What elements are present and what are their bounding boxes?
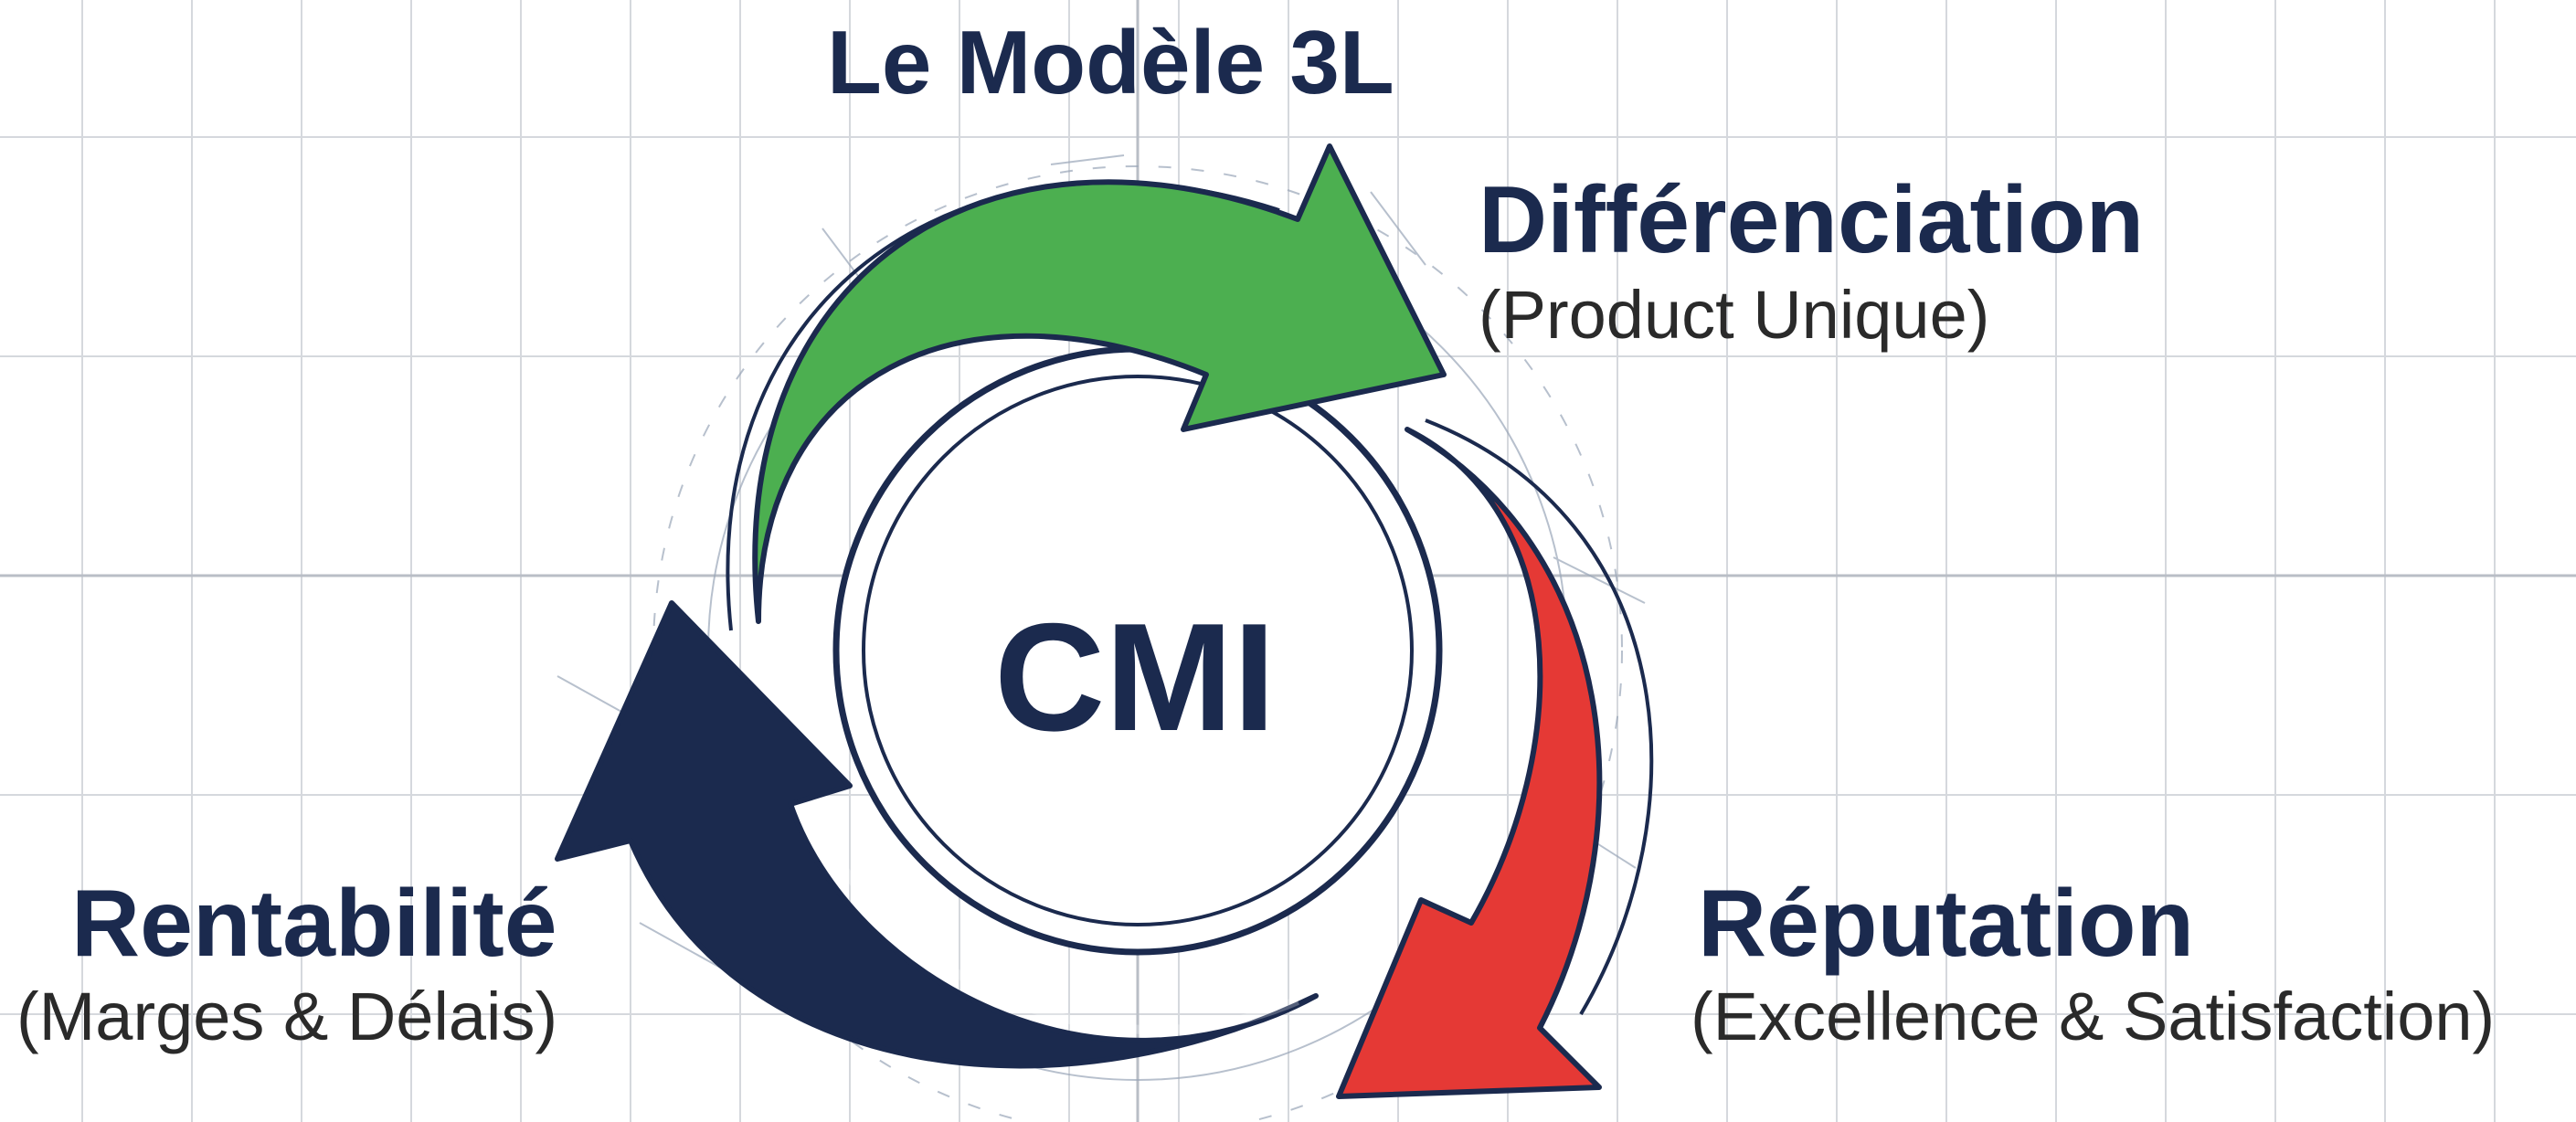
- pillar-subtitle-reputation: (Excellence & Satisfaction): [1691, 979, 2496, 1054]
- red-arrow-outline: [1425, 418, 1654, 1016]
- pillar-heading-differenciation: Différenciation: [1479, 167, 2145, 273]
- green-arrow: [752, 143, 1447, 624]
- pillar-heading-reputation: Réputation: [1698, 871, 2195, 977]
- green-arrow-outline: [726, 180, 1280, 631]
- navy-arrow: [555, 600, 1319, 1069]
- pillar-subtitle-rentabilite: (Marges & Délais): [16, 979, 558, 1054]
- navy-arrow-inner: [809, 811, 1299, 1035]
- center-circle-outline: [862, 375, 1414, 926]
- pillar-heading-rentabilite: Rentabilité: [71, 871, 557, 977]
- red-arrow: [1336, 427, 1603, 1099]
- diagram-title: Le Modèle 3L: [827, 12, 1394, 112]
- center-label: CMI: [994, 591, 1276, 763]
- pillar-subtitle-differenciation: (Product Unique): [1479, 277, 1990, 353]
